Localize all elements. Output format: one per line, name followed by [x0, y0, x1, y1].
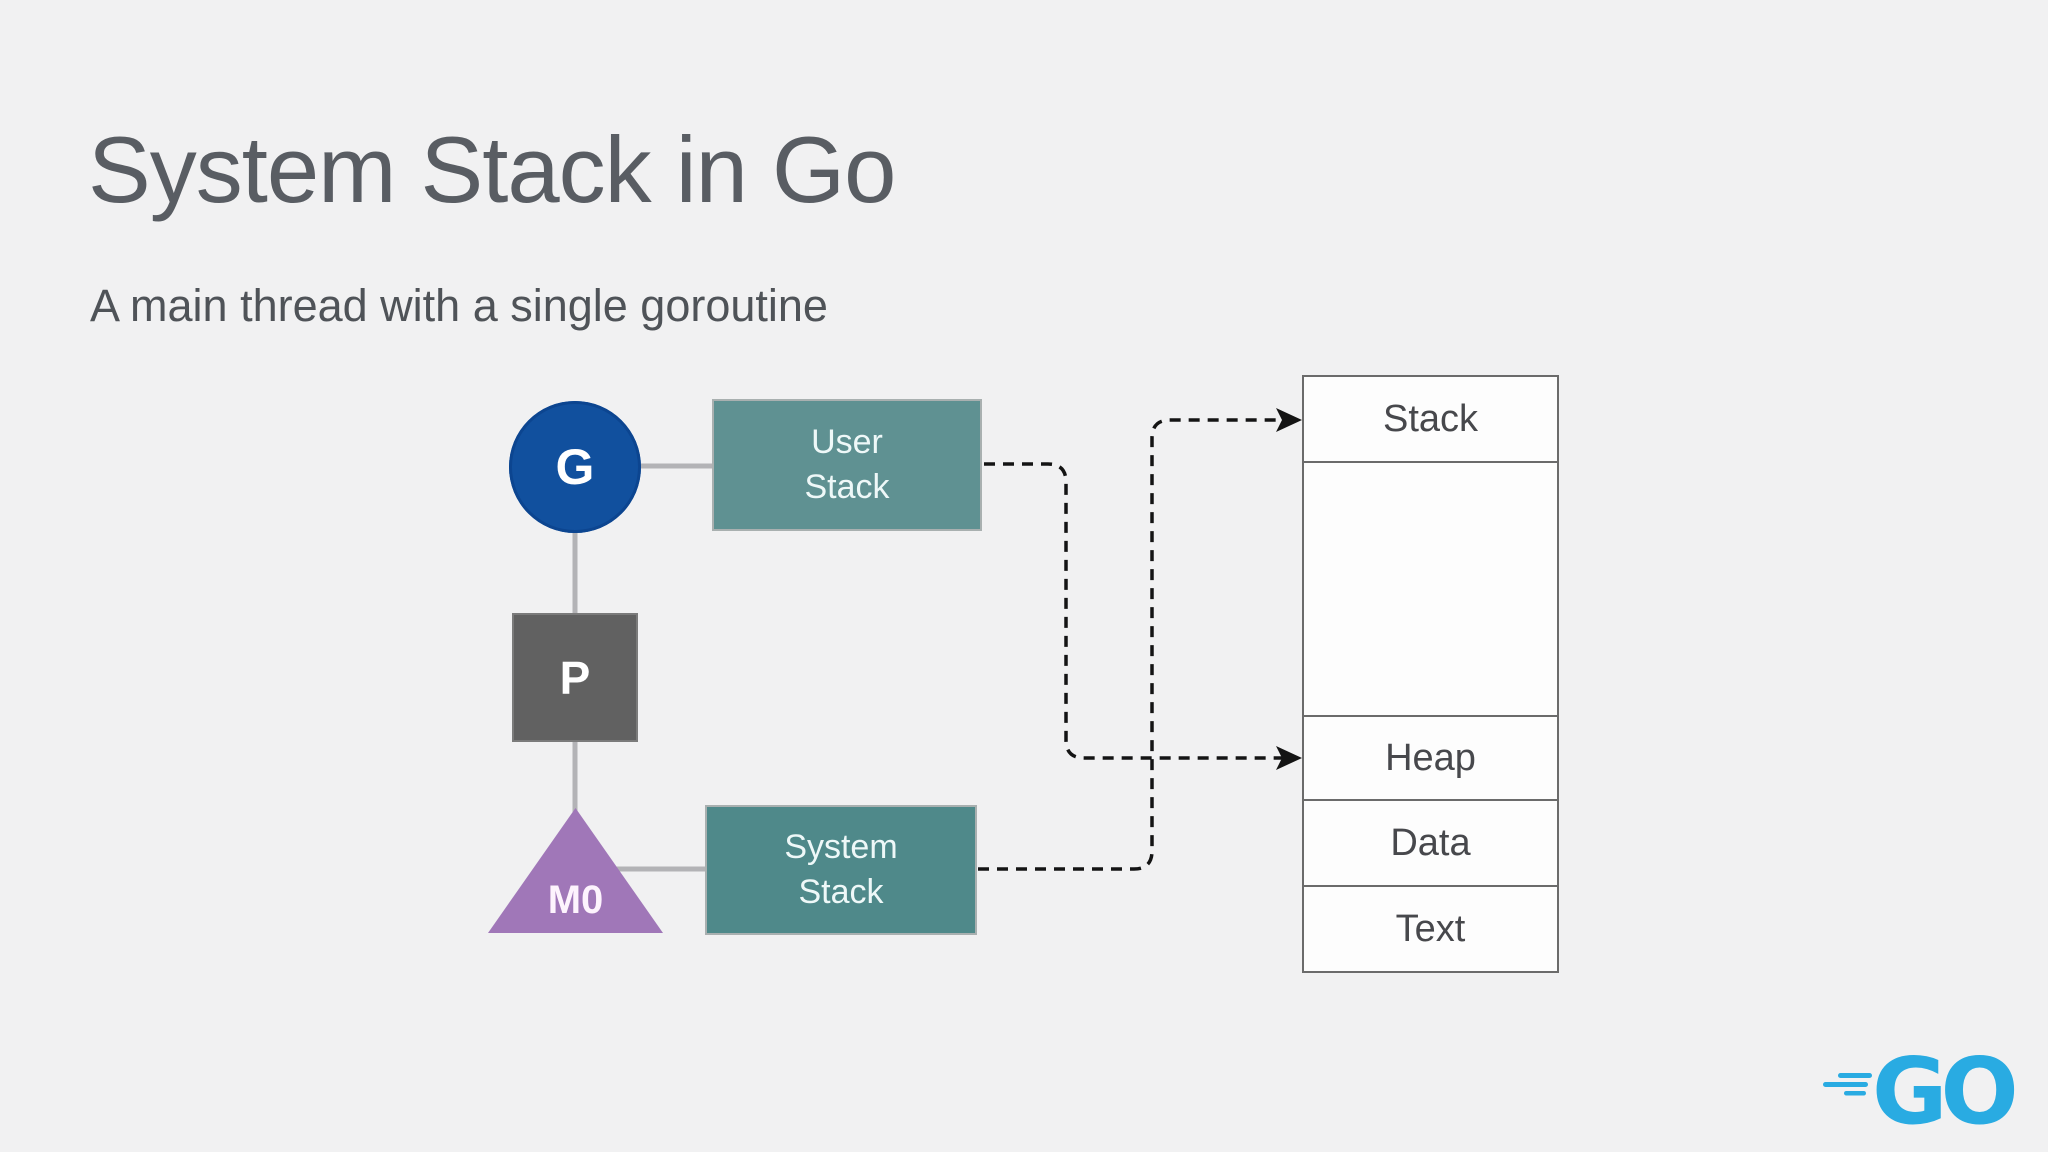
- arrow-systemstack-to-stack: [978, 418, 1282, 871]
- memory-row-text-label: Text: [1395, 907, 1466, 950]
- memory-row-empty: [1304, 461, 1557, 715]
- machine-thread-label: M0: [547, 878, 604, 922]
- go-logo: GO: [1823, 1052, 2022, 1130]
- memory-row-heap: Heap: [1304, 715, 1557, 799]
- memory-row-data: Data: [1304, 799, 1557, 885]
- go-logo-speedline-3: [1844, 1091, 1866, 1096]
- go-logo-text: GO: [1872, 1052, 2015, 1130]
- goroutine-node: G: [509, 401, 641, 533]
- memory-row-stack: Stack: [1304, 377, 1557, 461]
- memory-row-text: Text: [1304, 885, 1557, 971]
- memory-row-stack-label: Stack: [1382, 397, 1479, 440]
- processor-node: P: [512, 613, 638, 742]
- go-logo-speedline-2: [1823, 1082, 1868, 1087]
- memory-row-heap-label: Heap: [1385, 736, 1476, 779]
- user-stack-box: User Stack: [712, 399, 982, 531]
- arrowhead-stack: [1276, 408, 1302, 432]
- page-subtitle: A main thread with a single goroutine: [90, 280, 828, 331]
- memory-layout-column: Stack Heap Data Text: [1302, 375, 1559, 973]
- system-stack-label-line1: System: [784, 828, 898, 866]
- machine-thread-node: M0: [488, 808, 663, 933]
- go-logo-speedline-1: [1838, 1073, 1872, 1078]
- system-stack-box: System Stack: [705, 805, 977, 935]
- memory-row-data-label: Data: [1390, 821, 1471, 864]
- arrowhead-heap: [1276, 746, 1302, 770]
- page-title: System Stack in Go: [88, 117, 896, 222]
- user-stack-label-line2: Stack: [804, 468, 890, 506]
- system-stack-label-line2: Stack: [798, 873, 884, 911]
- arrow-userstack-to-heap: [984, 462, 1282, 760]
- user-stack-label-line1: User: [811, 423, 883, 461]
- goroutine-label: G: [555, 439, 595, 495]
- processor-label: P: [559, 651, 591, 704]
